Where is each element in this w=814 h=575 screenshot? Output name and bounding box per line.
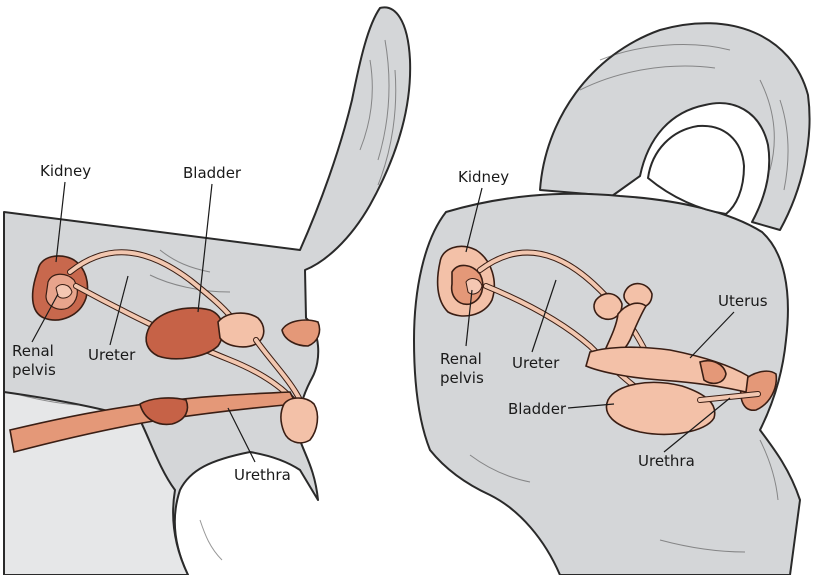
label-male-kidney: Kidney	[40, 162, 91, 180]
label-female-bladder: Bladder	[508, 400, 567, 418]
label-female-urethra: Urethra	[638, 452, 695, 470]
label-female-ureter: Ureter	[512, 354, 560, 372]
label-female-uterus: Uterus	[718, 292, 768, 310]
male-gland	[281, 398, 317, 443]
male-panel: Kidney Bladder Renal pelvis Ureter Ureth…	[4, 7, 410, 575]
female-panel: Kidney Uterus Renal pelvis Ureter Bladde…	[414, 23, 810, 575]
label-female-renal-pelvis-2: pelvis	[440, 369, 484, 387]
label-male-renal-pelvis-1: Renal	[12, 342, 54, 360]
label-male-ureter: Ureter	[88, 346, 136, 364]
label-female-renal-pelvis-1: Renal	[440, 350, 482, 368]
label-male-urethra: Urethra	[234, 466, 291, 484]
label-male-bladder: Bladder	[183, 164, 242, 182]
label-female-kidney: Kidney	[458, 168, 509, 186]
label-male-renal-pelvis-2: pelvis	[12, 361, 56, 379]
